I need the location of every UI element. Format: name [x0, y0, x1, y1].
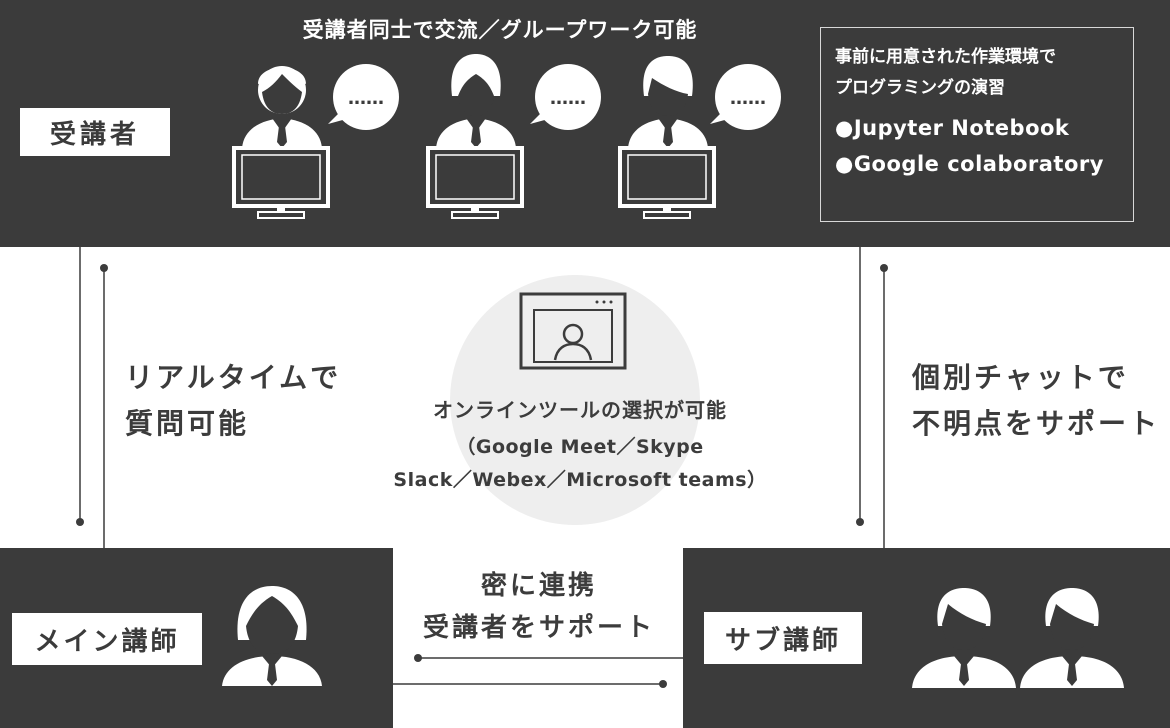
right-note-line-2: 不明点をサポート: [912, 407, 1161, 440]
sub-instructor-1-icon: [912, 588, 1016, 688]
bottom-connector: [393, 654, 683, 688]
collab-line-1: 密に連携: [480, 571, 597, 601]
group-work-caption: 受講者同士で交流／グループワーク可能: [302, 18, 698, 42]
online-tools-line-1: （Google Meet／Skype: [456, 436, 704, 458]
left-note-line-1: リアルタイムで: [125, 361, 342, 394]
center-circle: [450, 275, 700, 525]
realtime-question-note: リアルタイムで 質問可能: [125, 355, 341, 447]
video-call-icon: [519, 292, 627, 370]
online-tools-line-2: Slack／Webex／Microsoft teams）: [393, 469, 767, 491]
student-1-icon: [242, 66, 322, 148]
speech-bubble-2-icon: ……: [530, 64, 601, 130]
info-line-2: プログラミングの演習: [835, 78, 1005, 98]
student-3-icon: [628, 56, 708, 148]
info-line-1: 事前に用意された作業環境で: [835, 47, 1056, 67]
right-note-line-1: 個別チャットで: [912, 361, 1129, 394]
info-item-colab: ●Google colaboratory: [835, 152, 1104, 176]
student-2-icon: [436, 54, 516, 148]
speech-bubble-1-icon: ……: [328, 64, 399, 130]
students-label: 受講者: [20, 108, 170, 156]
speech-dots-2: ……: [550, 88, 586, 109]
speech-bubble-3-icon: ……: [710, 64, 781, 130]
sub-instructor-2-icon: [1020, 588, 1124, 688]
left-connector: [76, 247, 108, 548]
info-item-jupyter: ●Jupyter Notebook: [835, 116, 1070, 140]
online-tools-title: オンラインツールの選択が可能: [433, 398, 727, 422]
monitor-2-icon: [426, 146, 524, 219]
left-note-line-2: 質問可能: [125, 407, 250, 440]
monitor-3-icon: [618, 146, 716, 219]
individual-chat-note: 個別チャットで 不明点をサポート: [912, 355, 1160, 447]
speech-dots-1: ……: [348, 88, 384, 109]
environment-info-box: 事前に用意された作業環境で プログラミングの演習 ●Jupyter Notebo…: [820, 27, 1134, 222]
main-instructor-icon: [222, 586, 322, 686]
main-instructor-label: メイン講師: [12, 613, 202, 665]
right-connector: [856, 247, 888, 548]
monitor-1-icon: [232, 146, 330, 219]
speech-dots-3: ……: [730, 88, 766, 109]
collaboration-note: 密に連携 受講者をサポート: [395, 565, 683, 649]
collab-line-2: 受講者をサポート: [422, 613, 655, 643]
sub-instructor-label: サブ講師: [704, 612, 862, 664]
